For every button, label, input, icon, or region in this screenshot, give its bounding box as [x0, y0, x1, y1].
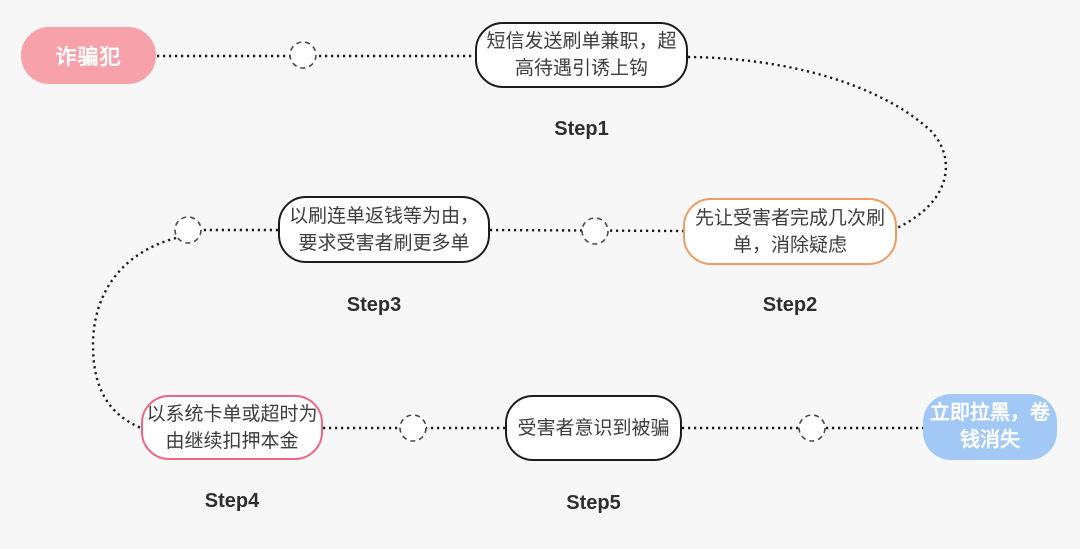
node-step3-text: 以刷连单返钱等为由，要求受害者刷更多单: [288, 205, 479, 254]
node-block-and-run: 立即拉黑，卷钱消失: [923, 394, 1057, 460]
node-scammer-label: 诈骗犯: [55, 45, 122, 69]
node-step5-text: 受害者意识到被骗: [517, 417, 670, 439]
node-scammer: 诈骗犯: [21, 27, 156, 84]
junction-circle-2: [581, 217, 609, 245]
step3-label: Step3: [346, 294, 402, 316]
node-step2-text: 先让受害者完成几次刷单，消除疑虑: [694, 207, 885, 256]
junction-circle-4: [399, 414, 427, 442]
node-step5: 受害者意识到被骗: [505, 395, 682, 461]
node-block-and-run-label: 立即拉黑，卷钱消失: [930, 402, 1050, 451]
step5-label: Step5: [566, 492, 621, 514]
step2-label: Step2: [762, 294, 818, 316]
node-step1: 短信发送刷单兼职，超高待遇引诱上钩: [475, 22, 688, 88]
node-step4: 以系统卡单或超时为由继续扣押本金: [141, 395, 323, 460]
connector-junction-step4-curve: [91, 236, 177, 430]
junction-circle-3: [174, 216, 202, 244]
junction-circle-5: [798, 414, 826, 442]
step4-label: Step4: [204, 490, 260, 512]
node-step1-text: 短信发送刷单兼职，超高待遇引诱上钩: [486, 31, 677, 79]
junction-circle-1: [289, 41, 317, 69]
node-step2: 先让受害者完成几次刷单，消除疑虑: [683, 198, 897, 265]
node-step4-text: 以系统卡单或超时为由继续扣押本金: [146, 403, 318, 452]
step1-label: Step1: [554, 118, 609, 140]
node-step3: 以刷连单返钱等为由，要求受害者刷更多单: [278, 196, 490, 263]
